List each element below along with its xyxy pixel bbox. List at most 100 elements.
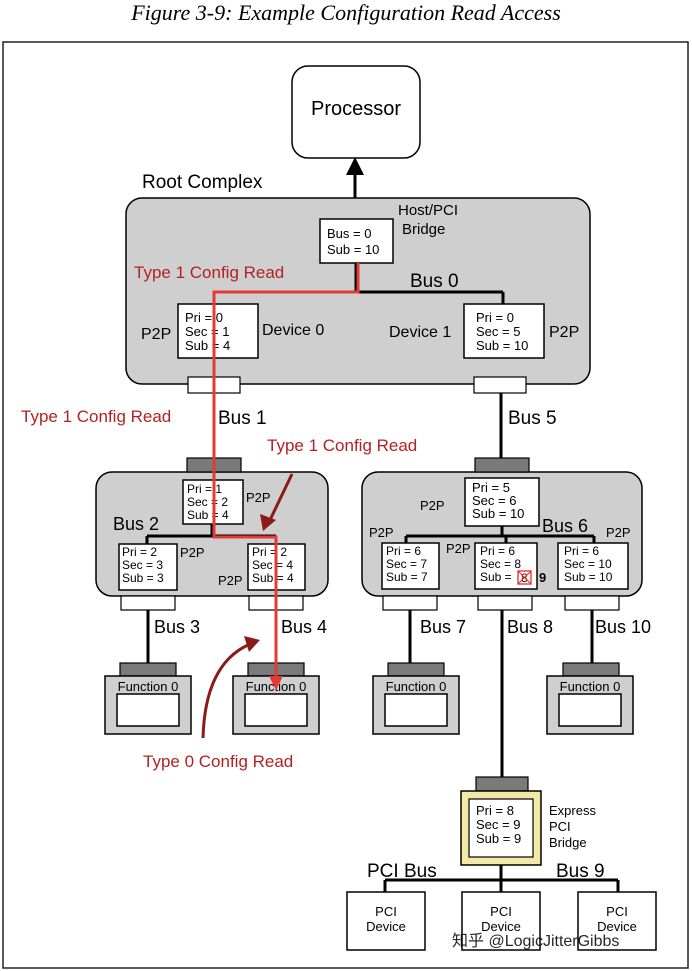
rc-port-right [473,376,527,394]
left-down-b-sec: Sec = 4 [252,558,293,572]
right-down-c-sub: Sub = 10 [564,570,613,584]
sub-new-value: 9 [539,570,546,585]
left-down-a-sec: Sec = 3 [122,558,163,572]
host-bridge-label-1: Host/PCI [398,202,458,219]
host-bridge-bus: Bus = 0 [327,226,371,241]
express-bridge-pri: Pri = 8 [476,803,514,818]
right-down-a-sec: Sec = 7 [386,557,427,571]
right-down-b-label: P2P [446,541,471,556]
express-bridge-label-3: Bridge [549,835,587,850]
right-down-c-p2p [557,542,629,590]
left-up-p2p-label: P2P [246,490,271,505]
rc-p2p-right [463,303,545,359]
express-bridge-sub: Sub = 9 [476,831,521,846]
bus-0-label: Bus 0 [410,271,459,292]
bus-3-label: Bus 3 [154,617,200,637]
left-down-b-label: P2P [218,573,243,588]
figure-frame [2,41,689,969]
pci-device-1-l1: PCI [375,904,397,919]
pci-bus-label: PCI Bus [367,861,437,882]
config-read-path [212,263,360,685]
function-card-1: Function 0 [104,662,192,735]
type0-label: Type 0 Config Read [143,752,293,771]
bus-9-label: Bus 9 [556,861,605,882]
bus-5-label: Bus 5 [508,408,557,429]
left-up-pri: Pri = 1 [187,482,222,496]
function-1-label: Function 0 [118,679,179,694]
pci-device-2-l2: Device [481,919,521,934]
express-bridge-sec: Sec = 9 [476,817,520,832]
right-down-a-pri: Pri = 6 [386,544,421,558]
right-down-c-label: P2P [606,525,631,540]
bus-2-label: Bus 2 [113,514,159,534]
right-down-b-p2p [474,542,538,590]
type1-annotation-arrowhead [260,514,276,531]
left-port-a [120,595,176,611]
rc-p2p-right-pri: Pri = 0 [476,310,514,325]
rc-device-1-label: Device 1 [389,324,451,341]
type1-mid-label: Type 1 Config Read [267,436,417,455]
right-up-sec: Sec = 6 [472,493,516,508]
pci-device-1 [346,891,426,951]
pci-device-3 [577,891,657,951]
rc-p2p-left-pri: Pri = 0 [185,310,223,325]
pci-device-3-l1: PCI [606,904,628,919]
right-port-c [564,595,620,611]
host-bridge-sub: Sub = 10 [327,242,379,257]
express-bridge-box [468,798,534,858]
bus-6-label: Bus 6 [542,516,588,536]
type0-annotation-arrowhead [244,636,260,652]
type1-left-label: Type 1 Config Read [21,407,171,426]
pci-device-2 [461,891,541,951]
host-bridge-box [319,218,394,264]
rc-p2p-left [177,303,259,359]
type1-top-label: Type 1 Config Read [134,263,284,282]
bus-4-label: Bus 4 [281,617,327,637]
left-down-b-sub: Sub = 4 [252,571,294,585]
function-card-3: Function 0 [372,662,460,735]
right-port-a [382,595,438,611]
bus-8-label: Bus 8 [507,617,553,637]
bus-10-label: Bus 10 [595,617,651,637]
rc-p2p-right-sec: Sec = 5 [476,324,520,339]
right-up-sub: Sub = 10 [472,506,524,521]
right-down-c-pri: Pri = 6 [564,544,599,558]
right-down-b-pri: Pri = 6 [480,544,515,558]
rc-p2p-right-sub: Sub = 10 [476,338,528,353]
right-up-pri: Pri = 5 [472,480,510,495]
left-down-a-pri: Pri = 2 [122,545,157,559]
express-bridge-port [475,776,529,792]
root-complex-label: Root Complex [142,172,263,193]
bus-7-label: Bus 7 [420,617,466,637]
rc-p2p-right-label: P2P [549,324,579,341]
sub-old-strike-2 [517,570,532,585]
left-up-sub: Sub = 4 [187,508,229,522]
type0-annotation-arrow [201,643,249,739]
left-down-a-p2p [118,543,178,591]
host-bridge-label-2: Bridge [402,221,445,238]
express-bridge-label-1: Express [549,803,596,818]
right-port-b [477,595,533,611]
type1-annotation-arrow [268,473,294,521]
pci-device-1-l2: Device [366,919,406,934]
function-3-label: Function 0 [386,679,447,694]
sub-old-value-box [517,570,532,585]
rc-device-0-label: Device 0 [262,322,324,339]
config-read-path-arrowhead [269,676,283,690]
right-switch-up-p2p [464,477,540,527]
bus-1-label: Bus 1 [218,408,267,429]
right-down-a-p2p [381,542,440,590]
pci-device-2-l1: PCI [490,904,512,919]
right-down-c-sec: Sec = 10 [564,557,612,571]
function-4-label: Function 0 [560,679,621,694]
left-down-b-pri: Pri = 2 [252,545,287,559]
left-down-a-sub: Sub = 3 [122,571,164,585]
express-bridge-label-2: PCI [549,819,571,834]
function-card-4: Function 0 [546,662,634,735]
rc-p2p-left-label: P2P [141,326,171,343]
right-down-a-sub: Sub = 7 [386,570,428,584]
right-down-b-sec: Sec = 8 [480,557,521,571]
right-up-p2p-label: P2P [420,498,445,513]
pci-device-3-l2: Device [597,919,637,934]
